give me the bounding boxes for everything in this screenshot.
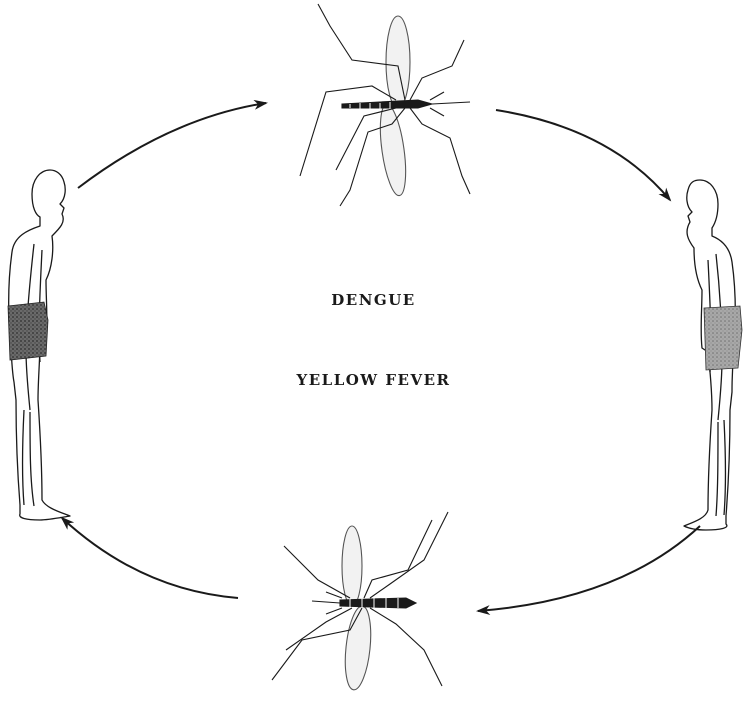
fever-shading-left xyxy=(8,302,48,360)
disease-label-dengue: DENGUE xyxy=(0,291,747,309)
arrow-mosquito-to-human xyxy=(496,110,670,200)
arrow-mosquito-to-human-left xyxy=(62,518,238,598)
arrow-human-to-mosquito-bottom xyxy=(478,526,700,611)
mosquito-top-figure xyxy=(300,4,470,206)
mosquito-bottom-figure xyxy=(272,512,448,691)
fever-shading-right xyxy=(704,306,742,370)
disease-label-yellow-fever: YELLOW FEVER xyxy=(0,371,747,389)
arrow-human-to-mosquito xyxy=(78,103,266,188)
